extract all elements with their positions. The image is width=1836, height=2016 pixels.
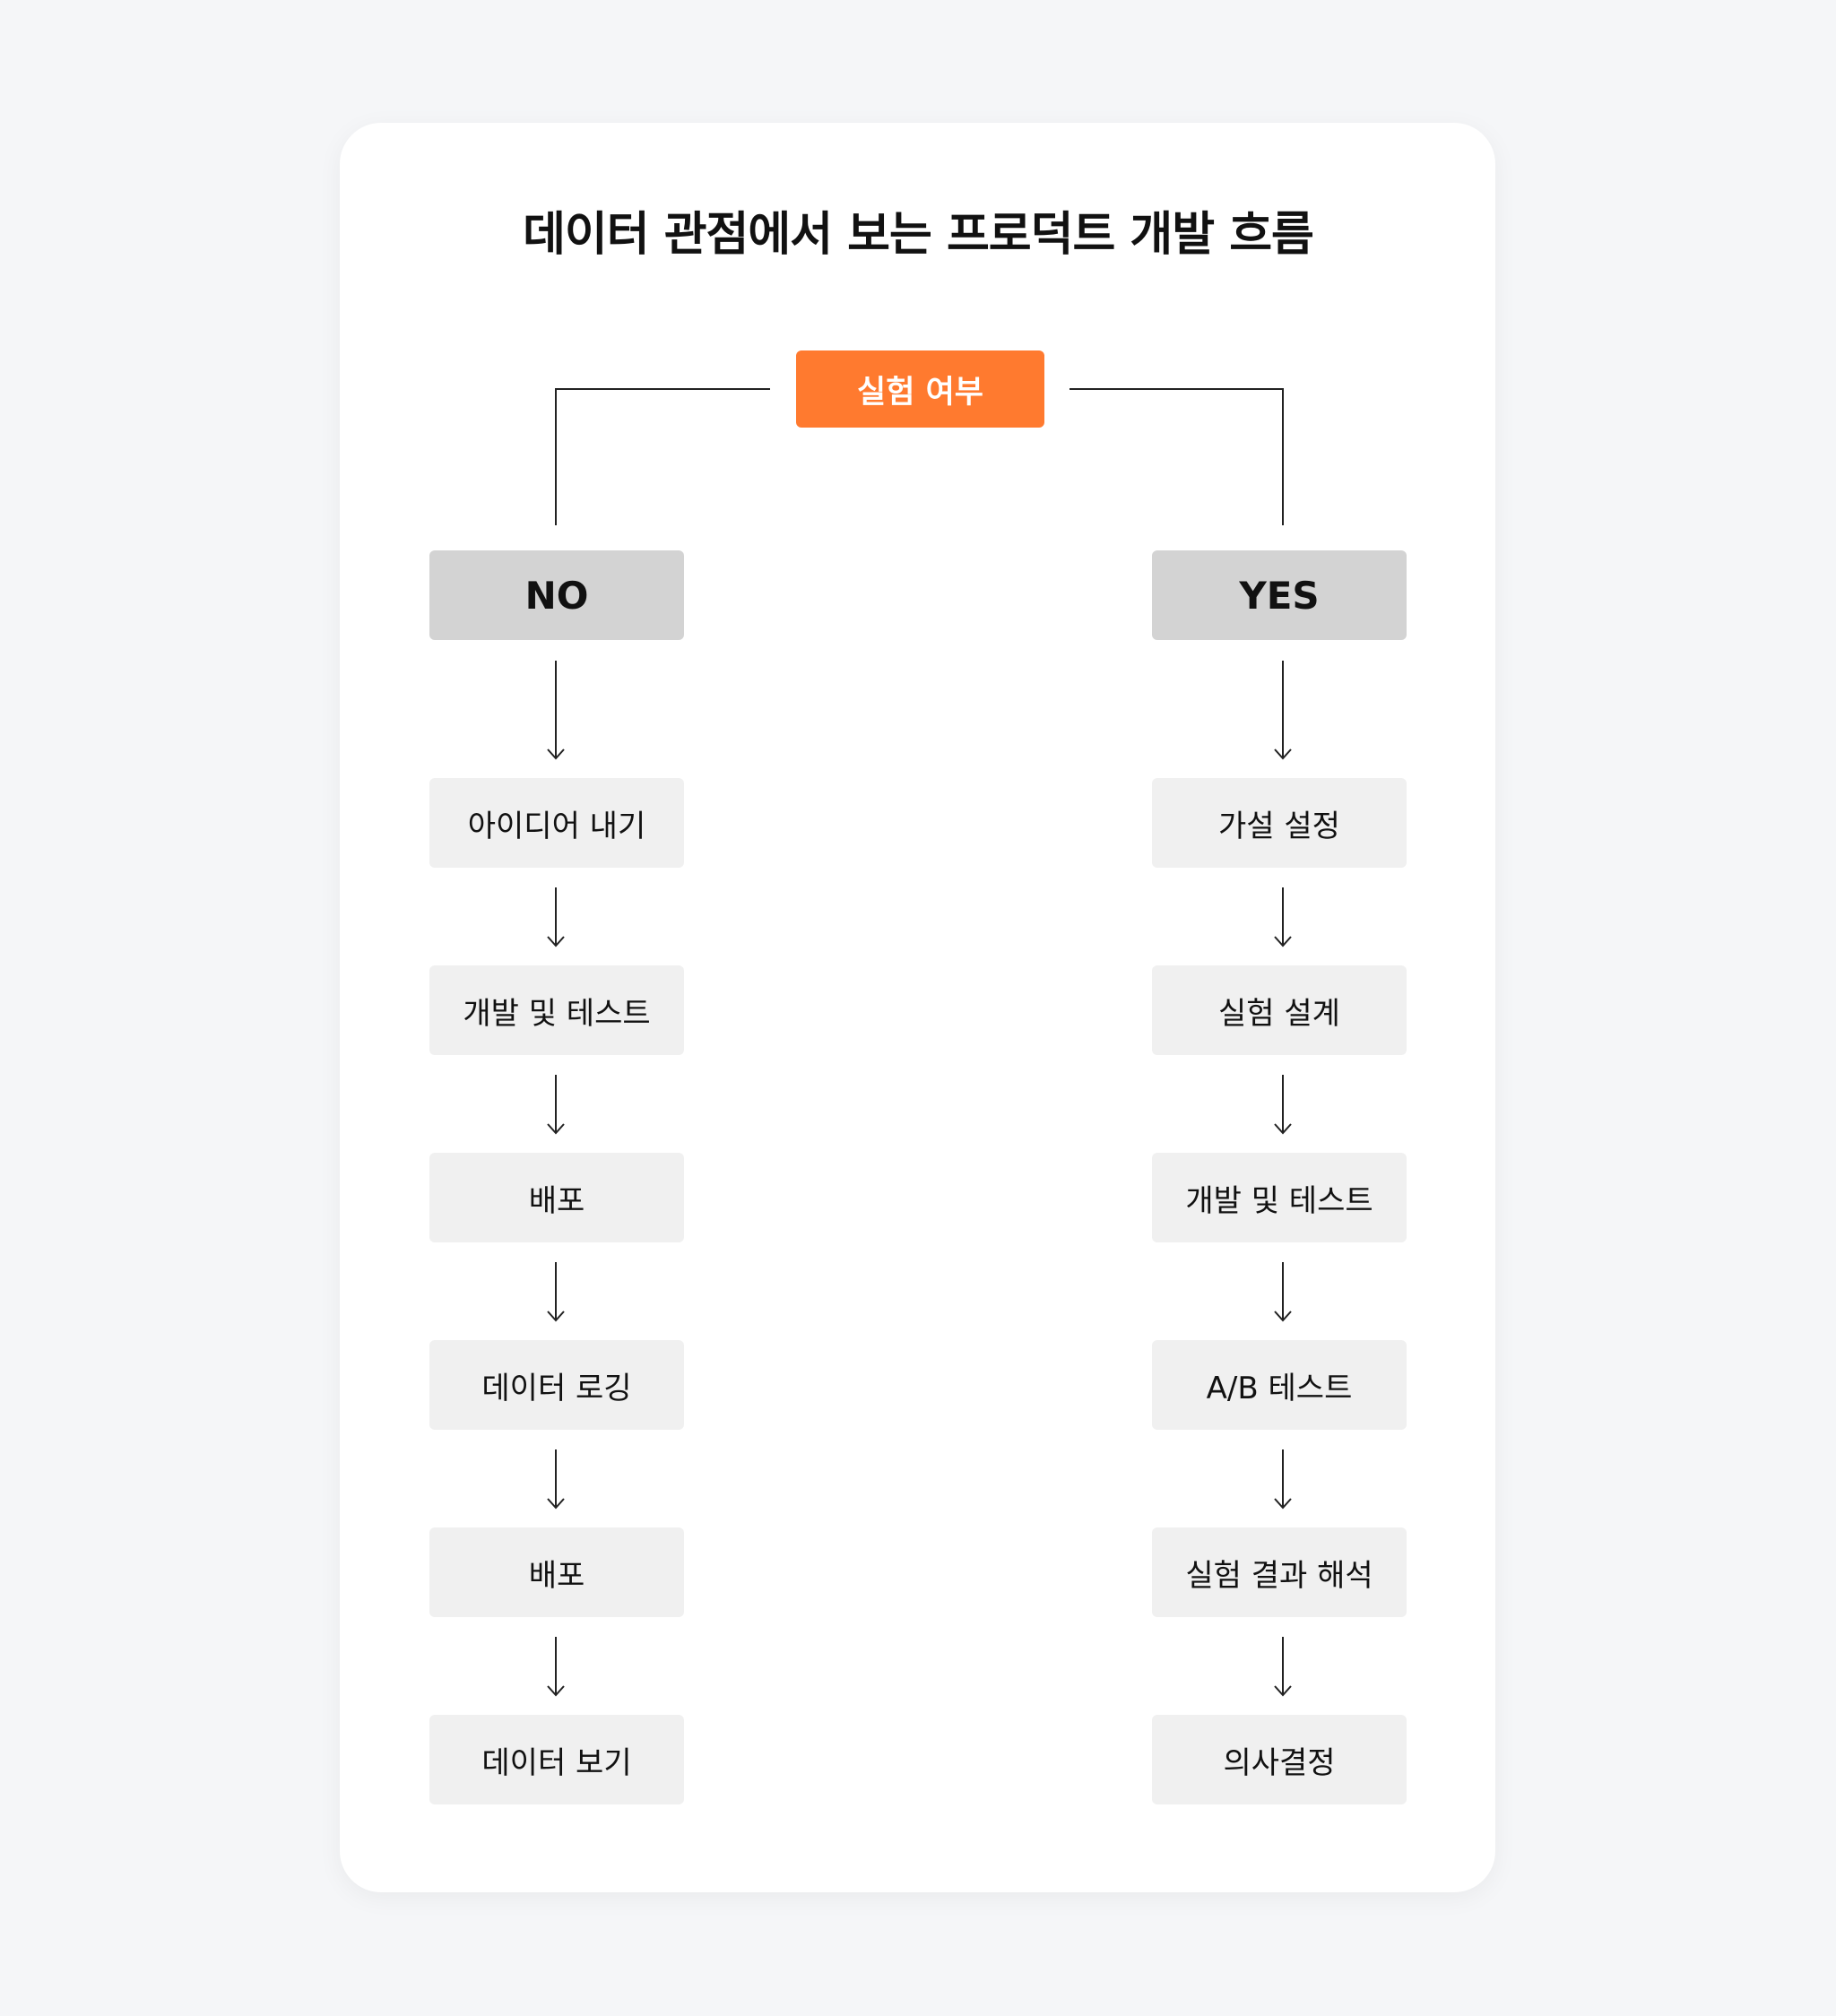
- diagram-title: 데이터 관점에서 보는 프로덕트 개발 흐름: [523, 208, 1314, 262]
- no-step-6: 데이터 보기: [429, 1715, 684, 1804]
- yes-step-5: 실험 결과 해석: [1152, 1527, 1407, 1617]
- branch-yes: YES: [1152, 550, 1407, 640]
- yes-step-4: A/B 테스트: [1152, 1340, 1407, 1430]
- no-step-2: 개발 및 테스트: [429, 965, 684, 1055]
- yes-step-6: 의사결정: [1152, 1715, 1407, 1804]
- no-step-3: 배포: [429, 1153, 684, 1242]
- decision-box: 실험 여부: [796, 350, 1044, 428]
- branch-no: NO: [429, 550, 684, 640]
- no-step-4: 데이터 로깅: [429, 1340, 684, 1430]
- yes-step-1: 가설 설정: [1152, 778, 1407, 868]
- no-step-5: 배포: [429, 1527, 684, 1617]
- yes-step-2: 실험 설계: [1152, 965, 1407, 1055]
- yes-step-3: 개발 및 테스트: [1152, 1153, 1407, 1242]
- no-step-1: 아이디어 내기: [429, 778, 684, 868]
